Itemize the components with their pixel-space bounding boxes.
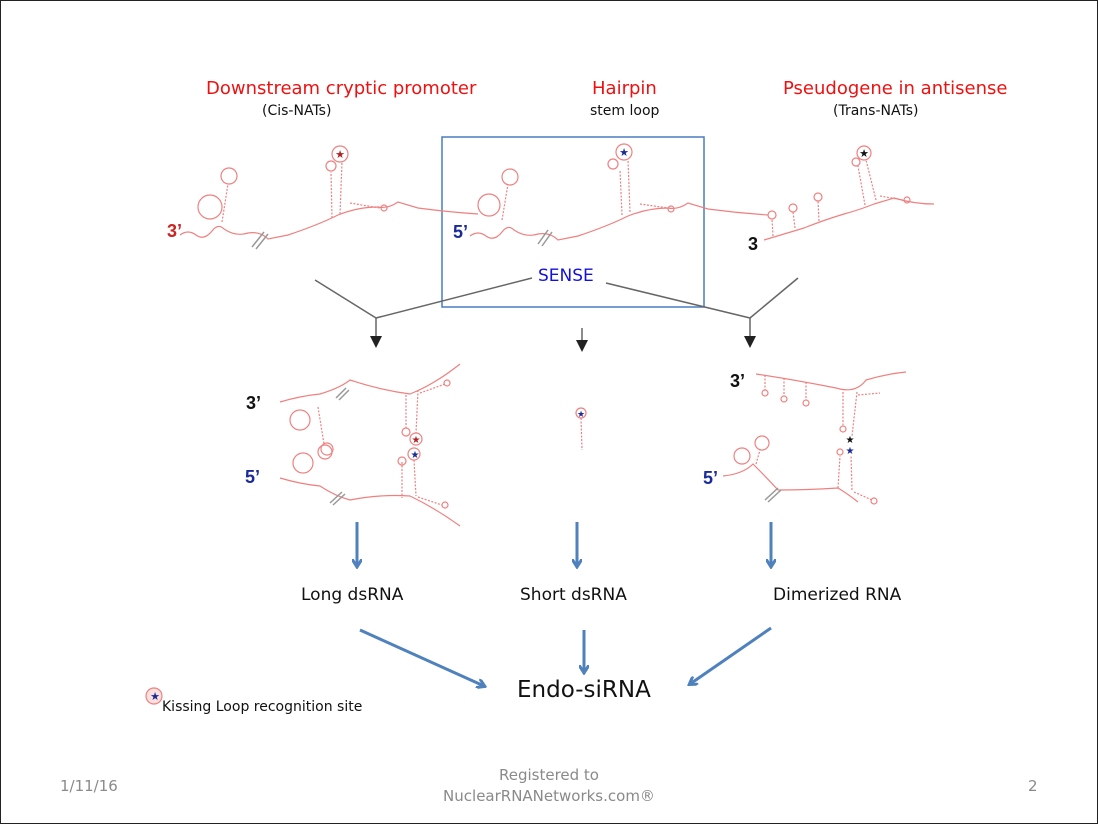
arrow-dimer-to-endo xyxy=(690,626,772,684)
sense-label: SENSE xyxy=(538,266,594,286)
dimer-left-bottom-end: 5’ xyxy=(245,467,260,487)
footer-page-number: 2 xyxy=(1028,777,1038,795)
kissing-star-icon-short: ★ xyxy=(577,410,585,420)
dimer-right-bottom-end: 5’ xyxy=(703,468,718,488)
sense-highlight-box xyxy=(441,136,705,308)
rna-dimerized xyxy=(722,371,907,505)
sense-funnel-lines xyxy=(314,277,799,352)
final-product-endo-sirna: Endo-siRNA xyxy=(517,677,651,703)
kissing-star-icon-trans: ★ xyxy=(859,147,869,160)
legend-circle xyxy=(145,687,163,705)
trans-end-label: 3 xyxy=(748,234,758,254)
kissing-star-icon-cis: ★ xyxy=(335,148,345,161)
kissing-star-icon-dimer-left-red: ★ xyxy=(412,435,421,446)
product-dimerized-rna: Dimerized RNA xyxy=(773,585,902,605)
header-cis-title: Downstream cryptic promoter xyxy=(206,78,477,99)
kissing-star-icon-dimer-right-black: ★ xyxy=(846,435,855,446)
cis-end-label: 3’ xyxy=(167,221,182,241)
rna-short-dsrna xyxy=(575,407,587,451)
header-hairpin-subtitle: stem loop xyxy=(590,103,660,119)
product-short-dsrna: Short dsRNA xyxy=(520,585,627,605)
footer-registration-line1: Registered to xyxy=(498,766,599,784)
sense-end-label: 5’ xyxy=(453,222,468,242)
star-in-circle-icon: ★ xyxy=(150,690,160,703)
kissing-star-icon-dimer-right-blue: ★ xyxy=(846,446,855,457)
rna-long-dsrna xyxy=(279,363,461,527)
kissing-star-icon-dimer-left-blue: ★ xyxy=(411,450,420,461)
header-cis-subtitle: (Cis-NATs) xyxy=(262,103,332,119)
rna-structure-cis xyxy=(179,145,479,250)
dimer-left-top-end: 3’ xyxy=(246,393,261,413)
header-trans-subtitle: (Trans-NATs) xyxy=(833,103,919,119)
legend-label: Kissing Loop recognition site xyxy=(162,699,363,715)
product-long-dsrna: Long dsRNA xyxy=(301,585,404,605)
rna-structure-trans xyxy=(763,145,935,241)
header-hairpin-title: Hairpin xyxy=(592,78,657,99)
rna-structure-sense xyxy=(469,143,769,247)
flow-arrows xyxy=(357,522,771,686)
footer-date: 1/11/16 xyxy=(60,777,118,795)
dimer-right-top-end: 3’ xyxy=(730,371,745,391)
header-trans-title: Pseudogene in antisense xyxy=(783,78,1008,99)
kissing-star-icon-sense: ★ xyxy=(619,146,629,159)
footer-registration-line2: NuclearRNANetworks.com® xyxy=(443,787,655,805)
arrow-long-to-endo xyxy=(359,628,484,686)
